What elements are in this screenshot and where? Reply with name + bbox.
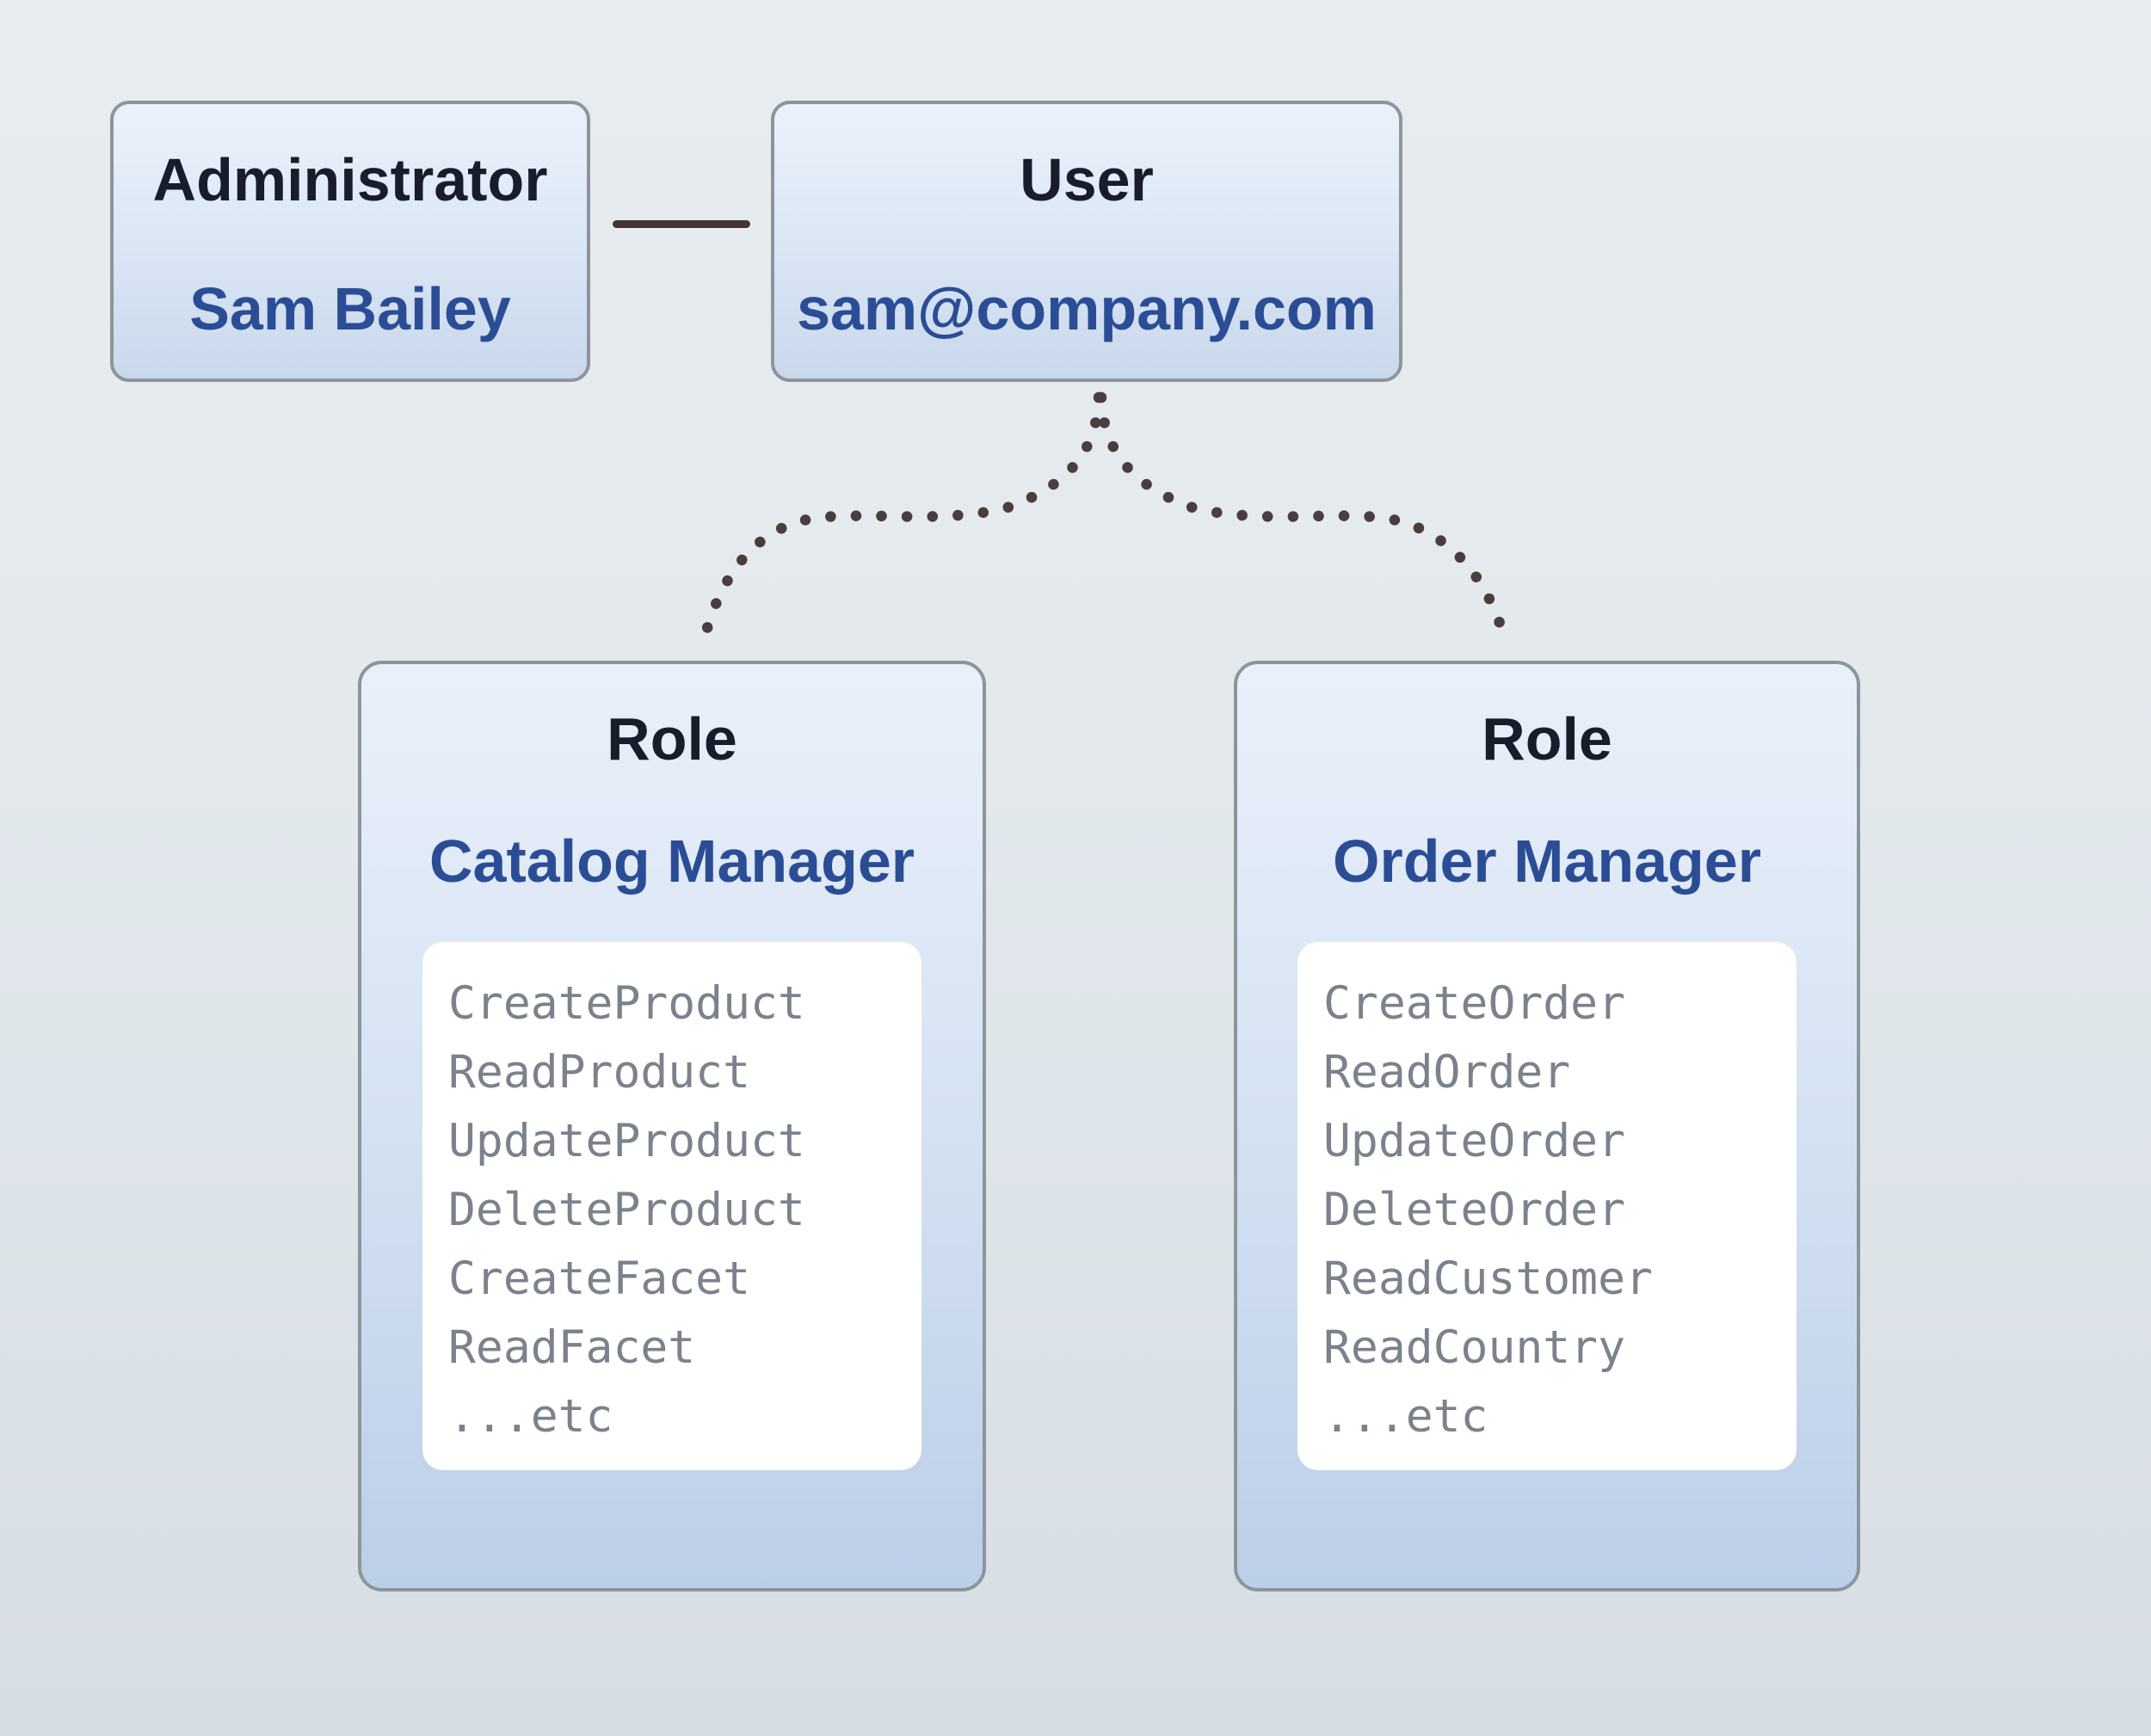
permission-item: ReadCountry (1323, 1321, 1625, 1374)
user-node: User sam@company.com (771, 101, 1402, 382)
permission-item: ReadOrder (1323, 1046, 1571, 1099)
role-node-title: Role (607, 705, 737, 773)
permission-item: UpdateProduct (448, 1115, 805, 1167)
permission-item: ReadCustomer (1323, 1253, 1653, 1305)
permission-item: ReadProduct (448, 1046, 750, 1099)
administrator-node-title: Administrator (152, 146, 548, 213)
user-node-title: User (1020, 146, 1154, 213)
permission-item: CreateFacet (448, 1253, 750, 1305)
permission-item: ReadFacet (448, 1321, 696, 1374)
permission-item: DeleteOrder (1323, 1184, 1625, 1236)
admin-user-connector-line (613, 220, 750, 228)
administrator-node: Administrator Sam Bailey (110, 101, 590, 382)
permission-item: CreateOrder (1323, 977, 1625, 1030)
permission-item: UpdateOrder (1323, 1115, 1625, 1167)
permission-item: CreateProduct (448, 977, 805, 1030)
role-name-order-manager: Order Manager (1333, 828, 1761, 895)
permission-item: ...etc (448, 1390, 613, 1443)
permission-item: ...etc (1323, 1390, 1488, 1443)
permission-item: DeleteProduct (448, 1184, 805, 1236)
dotted-link-to-catalog-role (701, 391, 1105, 634)
user-email: sam@company.com (797, 275, 1377, 342)
role-node-title: Role (1482, 705, 1612, 773)
dotted-link-to-order-role (1095, 391, 1507, 634)
role-name-catalog-manager: Catalog Manager (429, 828, 915, 895)
administrator-name: Sam Bailey (189, 275, 511, 342)
